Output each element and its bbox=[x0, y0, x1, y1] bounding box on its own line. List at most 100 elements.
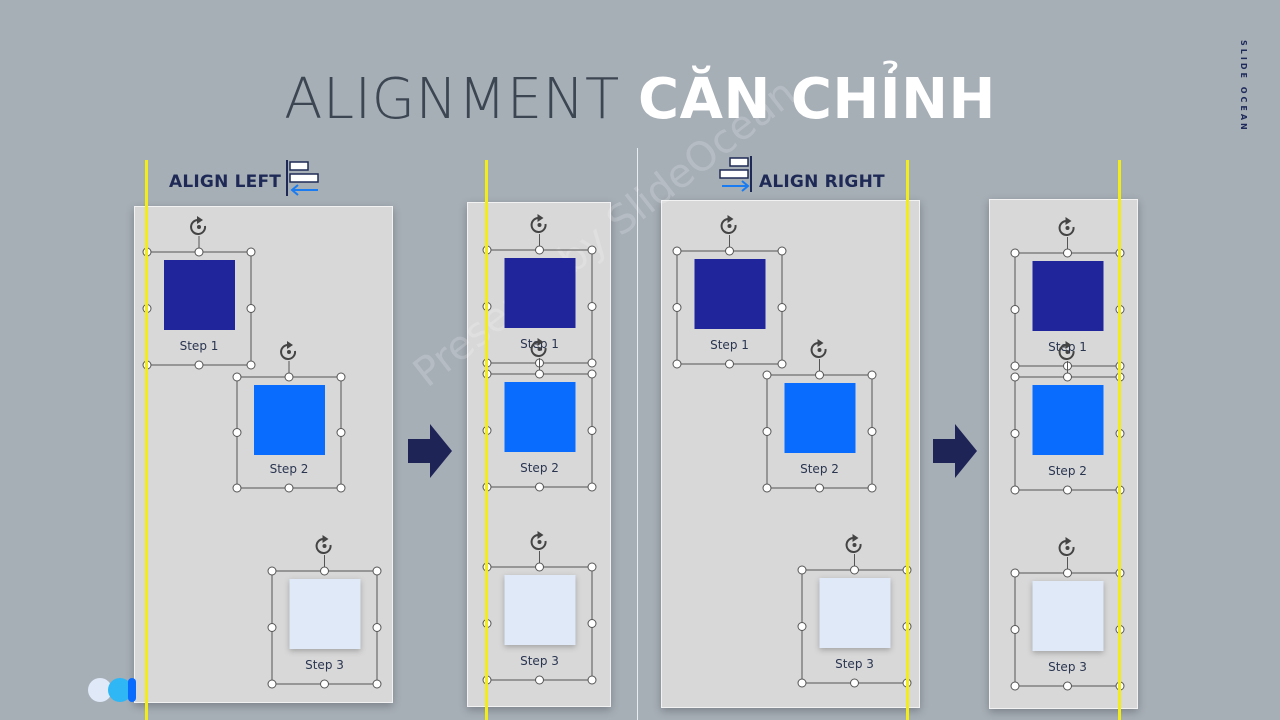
dot-icon bbox=[128, 678, 136, 702]
resize-handle bbox=[535, 675, 544, 685]
resize-handle bbox=[267, 679, 277, 689]
step-square bbox=[819, 578, 891, 648]
resize-handle bbox=[1010, 305, 1020, 314]
step-shape-selected: Step 3 bbox=[797, 534, 912, 688]
rotate-center bbox=[1065, 546, 1070, 550]
step-square bbox=[254, 385, 325, 455]
step-label: Step 2 bbox=[520, 461, 559, 475]
resize-handle bbox=[267, 566, 277, 576]
step-shape-selected: Step 2 bbox=[1010, 341, 1125, 495]
resize-handle bbox=[535, 562, 544, 572]
rotate-arc bbox=[315, 538, 332, 554]
resize-handle bbox=[815, 370, 824, 380]
rotate-handle-icon bbox=[720, 215, 737, 234]
rotate-arrowhead bbox=[817, 339, 824, 347]
align-left-icon bbox=[286, 160, 319, 196]
resize-handle bbox=[587, 302, 597, 311]
rotate-arc bbox=[530, 534, 547, 550]
rotate-arrowhead bbox=[1065, 217, 1072, 225]
resize-handle bbox=[587, 562, 597, 572]
step-label: Step 1 bbox=[710, 338, 749, 352]
step-square bbox=[1032, 581, 1104, 651]
resize-handle bbox=[587, 482, 597, 492]
resize-handle bbox=[725, 359, 734, 369]
resize-handle bbox=[1010, 625, 1020, 634]
resize-handle bbox=[1010, 361, 1020, 371]
step-square bbox=[504, 258, 576, 328]
rotate-handle-icon bbox=[530, 338, 547, 357]
rotate-center bbox=[537, 223, 542, 227]
rotate-arrowhead bbox=[537, 338, 544, 346]
page-title: ALIGNMENT CĂN CHỈNH bbox=[0, 64, 1280, 136]
arrow-right-icon bbox=[408, 424, 452, 478]
title-alignment: ALIGNMENT bbox=[284, 67, 620, 132]
resize-handle bbox=[777, 303, 787, 312]
rotate-arrowhead bbox=[727, 215, 734, 223]
title-can-chinh: CĂN CHỈNH bbox=[638, 67, 996, 132]
rotate-handle-icon bbox=[315, 535, 332, 554]
rotate-handle-icon bbox=[1058, 341, 1075, 360]
rotate-arc bbox=[530, 341, 547, 357]
step-shape-selected: Step 1 bbox=[482, 214, 597, 368]
step-label: Step 2 bbox=[1048, 464, 1087, 478]
align-right-label: ALIGN RIGHT bbox=[759, 172, 885, 192]
rotate-arrowhead bbox=[537, 214, 544, 222]
rotate-arrowhead bbox=[322, 535, 329, 543]
rotate-arrowhead bbox=[852, 534, 859, 542]
resize-handle bbox=[194, 360, 204, 370]
resize-handle bbox=[672, 303, 682, 312]
resize-handle bbox=[232, 428, 242, 437]
rotate-arc bbox=[280, 344, 297, 360]
brand-logo-text: SLIDE OCEAN bbox=[1239, 40, 1248, 133]
step-shape-selected: Step 3 bbox=[1010, 537, 1125, 691]
rotate-arrowhead bbox=[197, 216, 203, 224]
resize-handle bbox=[535, 245, 544, 255]
resize-handle bbox=[777, 246, 787, 256]
resize-handle bbox=[867, 483, 877, 493]
rotate-center bbox=[727, 224, 732, 228]
resize-handle bbox=[232, 372, 242, 382]
step-shape-selected: Step 1 bbox=[142, 216, 256, 370]
resize-handle bbox=[815, 483, 824, 493]
resize-handle bbox=[672, 246, 682, 256]
rotate-center bbox=[287, 350, 291, 354]
resize-handle bbox=[246, 360, 256, 370]
rotate-center bbox=[852, 543, 857, 547]
resize-handle bbox=[1063, 485, 1072, 495]
resize-handle bbox=[372, 566, 382, 576]
step-square bbox=[289, 579, 361, 649]
resize-handle bbox=[672, 359, 682, 369]
resize-handle bbox=[1010, 485, 1020, 495]
rotate-handle-icon bbox=[1058, 217, 1075, 236]
resize-handle bbox=[867, 427, 877, 436]
resize-handle bbox=[1010, 429, 1020, 438]
resize-handle bbox=[535, 369, 544, 379]
resize-handle bbox=[372, 679, 382, 689]
resize-handle bbox=[194, 247, 204, 257]
step-square bbox=[784, 383, 856, 453]
step-label: Step 3 bbox=[520, 654, 559, 668]
step-shape-selected: Step 3 bbox=[482, 531, 597, 685]
resize-handle bbox=[762, 370, 772, 380]
resize-handle bbox=[587, 369, 597, 379]
resize-handle bbox=[762, 483, 772, 493]
step-shape-selected: Step 2 bbox=[232, 341, 346, 493]
rotate-arc bbox=[530, 217, 547, 233]
step-square bbox=[164, 260, 235, 330]
resize-handle bbox=[1010, 568, 1020, 578]
rotate-arc bbox=[1058, 220, 1075, 236]
resize-handle bbox=[1063, 568, 1072, 578]
step-label: Step 1 bbox=[180, 339, 219, 353]
step-label: Step 2 bbox=[270, 462, 309, 476]
resize-handle bbox=[587, 675, 597, 685]
alignment-guide bbox=[145, 160, 148, 720]
rotate-handle-icon bbox=[530, 214, 547, 233]
rotate-arrowhead bbox=[1065, 341, 1072, 349]
step-square bbox=[694, 259, 766, 329]
resize-handle bbox=[246, 304, 256, 313]
rotate-center bbox=[537, 347, 542, 351]
align-left-label: ALIGN LEFT bbox=[169, 172, 282, 192]
resize-handle bbox=[1010, 372, 1020, 382]
step-label: Step 3 bbox=[305, 658, 344, 672]
